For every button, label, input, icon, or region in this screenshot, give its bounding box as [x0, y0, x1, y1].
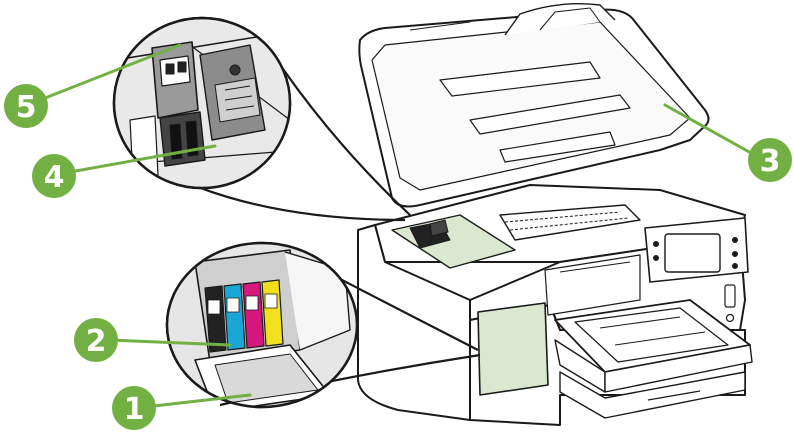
ink-cartridge-door [478, 303, 548, 395]
callout-number-5: 5 [16, 90, 37, 125]
control-panel [645, 218, 748, 282]
printer-illustration [358, 4, 752, 425]
cartridge-yellow [262, 280, 283, 346]
callout-number-4: 4 [44, 160, 65, 195]
callout-number-3: 3 [760, 144, 781, 179]
cartridge-magenta [243, 282, 264, 348]
callout-number-1: 1 [124, 392, 145, 427]
callout-badge-4: 4 [32, 154, 76, 198]
cartridge-cyan [224, 284, 245, 350]
callout-number-2: 2 [86, 324, 107, 359]
callout-badge-2: 2 [74, 318, 118, 362]
printer-body [358, 185, 752, 425]
callout-badge-3: 3 [748, 138, 792, 182]
callout-badge-5: 5 [4, 84, 48, 128]
callout-badge-1: 1 [112, 386, 156, 430]
top-cover [359, 4, 708, 207]
